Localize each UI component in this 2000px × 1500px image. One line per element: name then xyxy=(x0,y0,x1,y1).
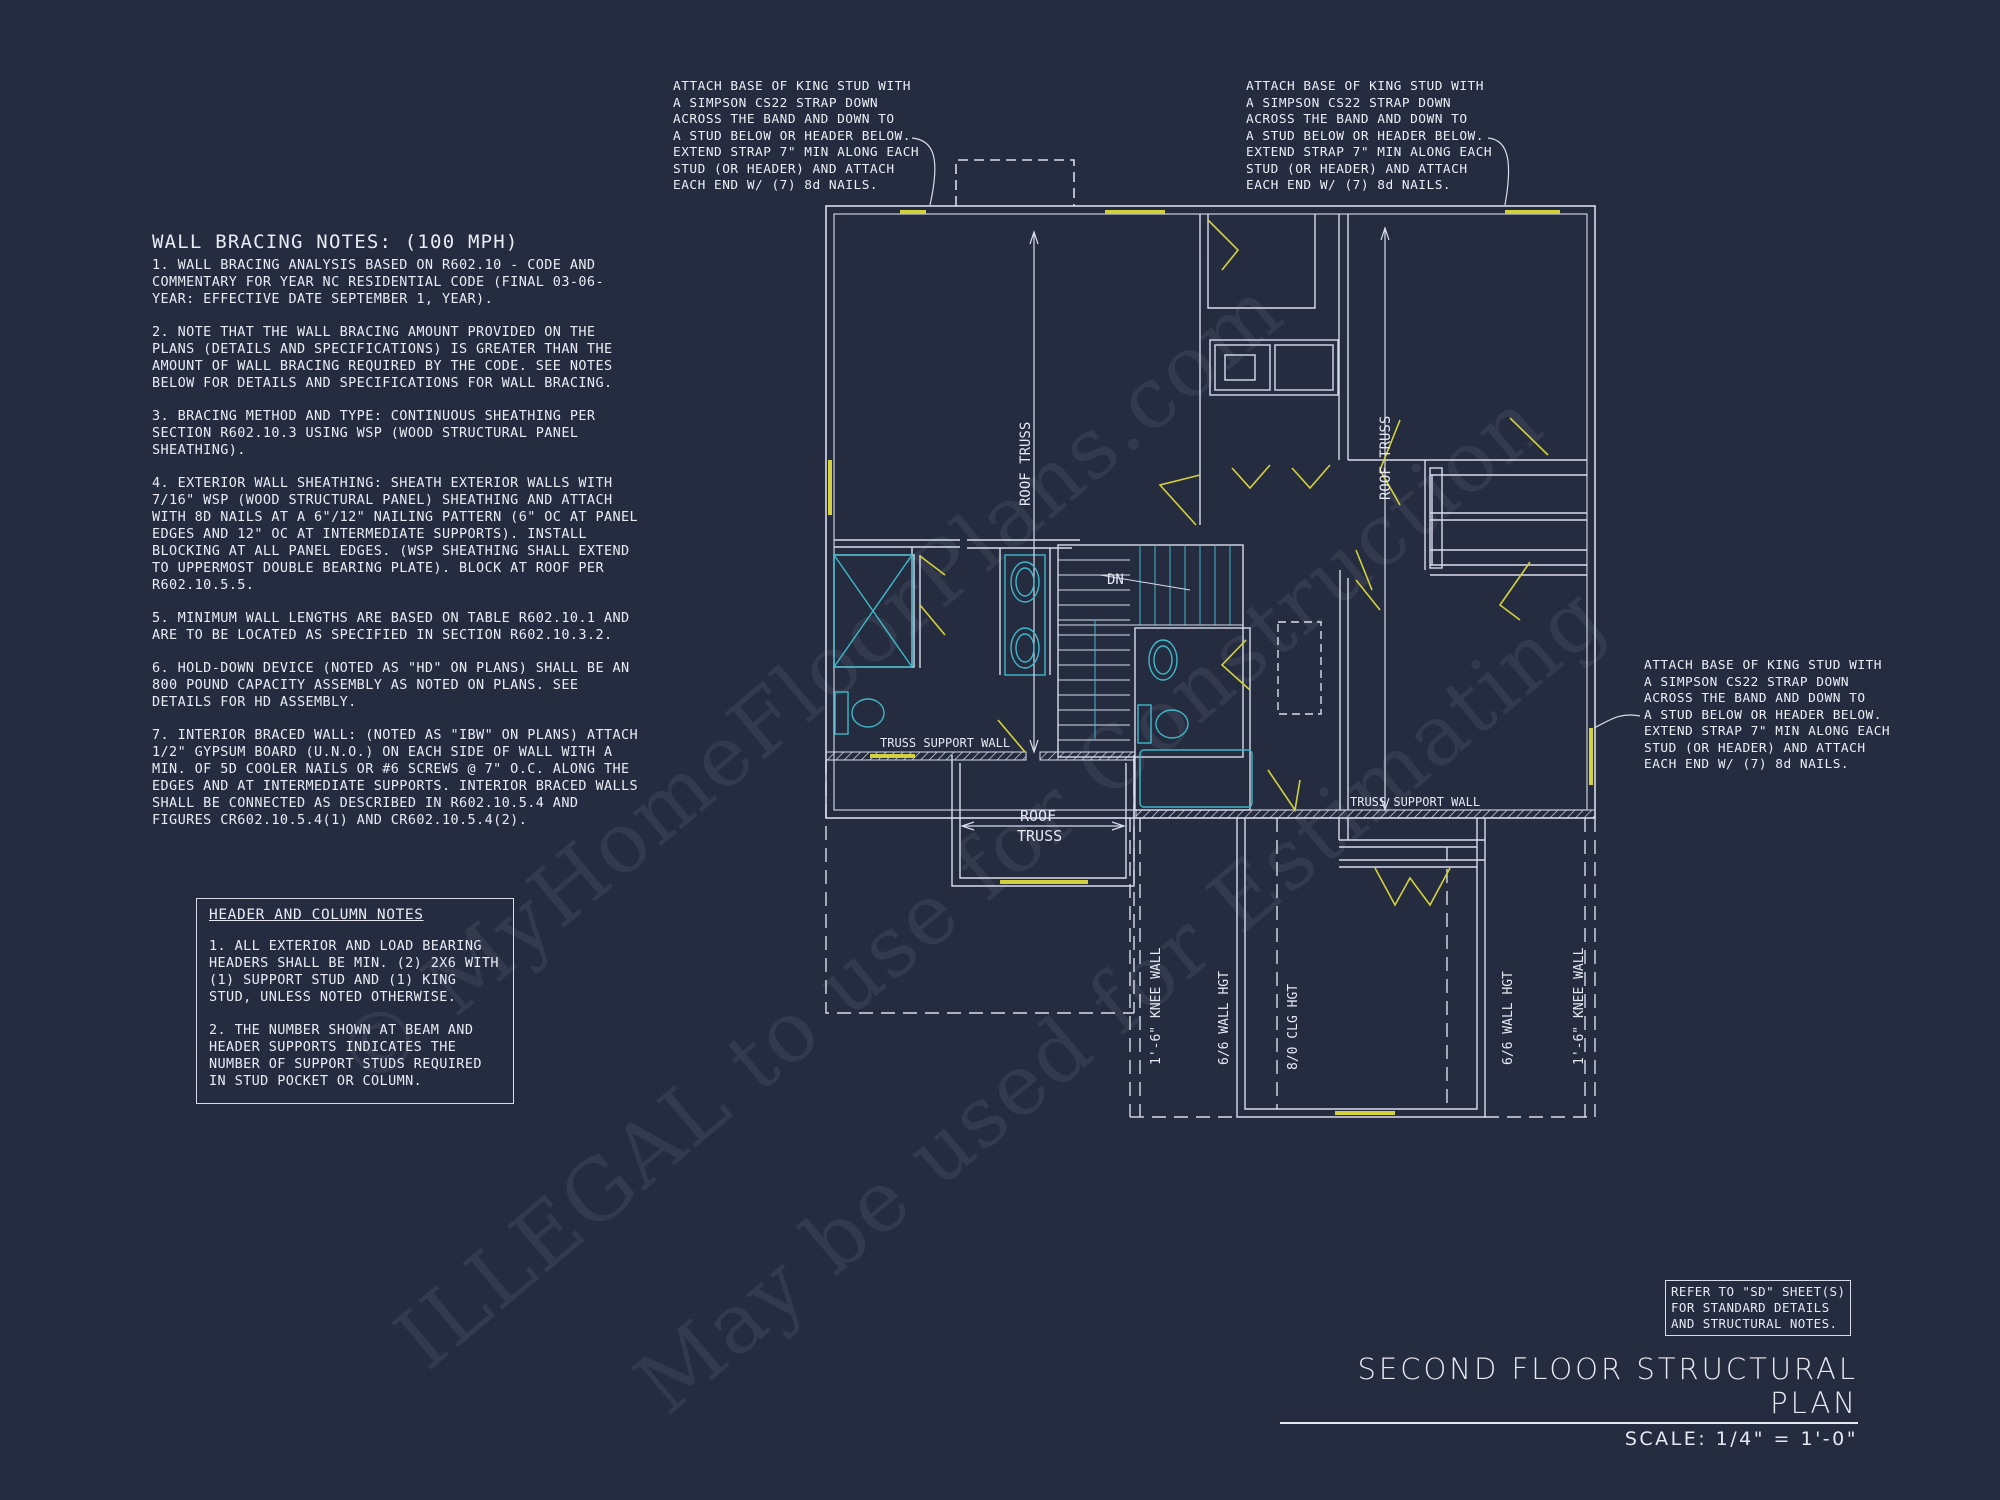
refer-sd-sheet-box: REFER TO "SD" SHEET(S) FOR STANDARD DETA… xyxy=(1665,1280,1852,1336)
wall-bracing-note-7: 7. INTERIOR BRACED WALL: (NOTED AS "IBW"… xyxy=(152,727,639,828)
dn-label: DN xyxy=(1107,572,1124,588)
wall-hgt-right: 6/6 WALL HGT xyxy=(1501,971,1516,1065)
plan-title-block: SECOND FLOOR STRUCTURAL PLAN SCALE: 1/4"… xyxy=(1280,1352,1858,1450)
wall-bracing-notes: WALL BRACING NOTES: (100 MPH) 1. WALL BR… xyxy=(152,231,642,845)
roof-truss-label-right: ROOF TRUSS xyxy=(1378,416,1394,500)
roof-truss-arrows xyxy=(960,226,1390,831)
clg-hgt-label: 8/0 CLG HGT xyxy=(1286,984,1301,1070)
plan-scale: SCALE: 1/4" = 1'-0" xyxy=(1624,1428,1858,1450)
header-column-title: HEADER AND COLUMN NOTES xyxy=(209,907,424,923)
callout-top-left: ATTACH BASE OF KING STUD WITH A SIMPSON … xyxy=(673,79,920,193)
wall-bracing-note-3: 3. BRACING METHOD AND TYPE: CONTINUOUS S… xyxy=(152,408,596,458)
knee-wall-dashed xyxy=(825,760,1596,1118)
wall-bracing-note-4: 4. EXTERIOR WALL SHEATHING: SHEATH EXTER… xyxy=(152,475,639,593)
stair-treads xyxy=(1058,545,1243,741)
plan-title: SECOND FLOOR STRUCTURAL PLAN xyxy=(1280,1352,1858,1424)
wall-bracing-note-2: 2. NOTE THAT THE WALL BRACING AMOUNT PRO… xyxy=(152,324,613,391)
wall-bracing-note-6: 6. HOLD-DOWN DEVICE (NOTED AS "HD" ON PL… xyxy=(152,660,630,710)
truss-label: TRUSS xyxy=(1017,827,1062,845)
wall-hgt-left: 6/6 WALL HGT xyxy=(1217,971,1232,1065)
header-column-notes-box: HEADER AND COLUMN NOTES 1. ALL EXTERIOR … xyxy=(196,898,514,1104)
plumbing-fixtures xyxy=(834,561,1189,744)
truss-support-wall-left: TRUSS SUPPORT WALL xyxy=(880,736,1010,750)
dashed-bump xyxy=(955,159,1075,206)
header-column-note-1: 1. ALL EXTERIOR AND LOAD BEARING HEADERS… xyxy=(209,938,499,1005)
roof-truss-label-left: ROOF TRUSS xyxy=(1018,422,1034,506)
knee-wall-right: 1'-6" KNEE WALL xyxy=(1572,947,1587,1065)
knee-wall-left: 1'-6" KNEE WALL xyxy=(1149,947,1164,1065)
roof-label: ROOF xyxy=(1020,807,1056,825)
door-swings xyxy=(828,210,1593,1115)
exterior-walls xyxy=(825,205,1596,819)
wall-bracing-title: WALL BRACING NOTES: (100 MPH) xyxy=(152,231,519,253)
callout-right: ATTACH BASE OF KING STUD WITH A SIMPSON … xyxy=(1644,658,1891,772)
wall-bracing-note-1: 1. WALL BRACING ANALYSIS BASED ON R602.1… xyxy=(152,257,604,307)
interior-walls xyxy=(833,214,1587,1118)
callout-top-right: ATTACH BASE OF KING STUD WITH A SIMPSON … xyxy=(1246,79,1493,193)
truss-support-band-left xyxy=(825,751,1027,761)
truss-support-band-right xyxy=(1135,809,1596,819)
wall-bracing-note-5: 5. MINIMUM WALL LENGTHS ARE BASED ON TAB… xyxy=(152,610,630,643)
truss-support-wall-right: TRUSS SUPPORT WALL xyxy=(1350,795,1480,809)
header-column-note-2: 2. THE NUMBER SHOWN AT BEAM AND HEADER S… xyxy=(209,1022,482,1089)
plan-text-labels: ROOF TRUSS ROOF TRUSS ROOF TRUSS DN TRUS… xyxy=(880,416,1587,1070)
leader-lines xyxy=(911,137,1641,729)
